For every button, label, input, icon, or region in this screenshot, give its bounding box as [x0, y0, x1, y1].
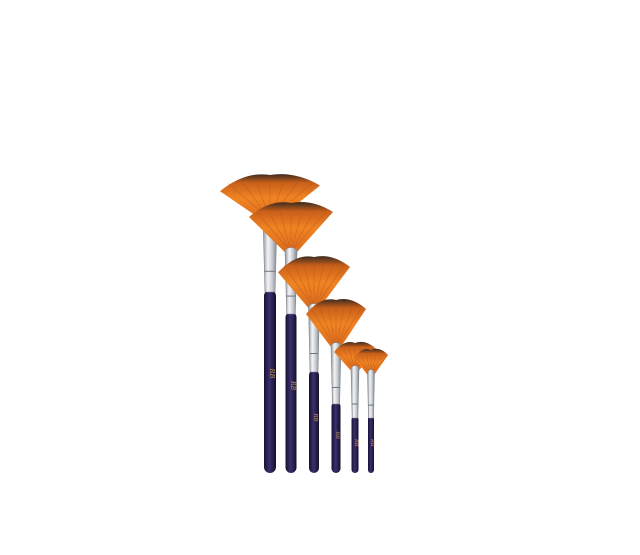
- brush-5-handle: [351, 416, 359, 473]
- brush-3-brand-mark: RB: [312, 412, 318, 421]
- brush-2: RB: [249, 202, 333, 473]
- brush-6-handle: [368, 416, 374, 473]
- brush-1-handle: [264, 290, 276, 473]
- brush-4: RB: [306, 299, 366, 473]
- brush-6-brand-mark: RB: [369, 438, 375, 447]
- brush-1-brand-mark: RB: [268, 368, 276, 379]
- brush-3: RB: [278, 256, 350, 473]
- brush-2-handle: [285, 312, 297, 473]
- brush-6: RB: [354, 348, 388, 473]
- brush-4-handle: [331, 402, 341, 473]
- brush-5-brand-mark: RB: [353, 438, 359, 447]
- brush-4-brand-mark: RB: [334, 430, 340, 439]
- brush-6-ferrule: [367, 369, 375, 419]
- brush-5-ferrule: [350, 365, 360, 419]
- brush-3-handle: [309, 370, 319, 473]
- brush-2-brand-mark: RB: [289, 380, 296, 391]
- brush-4-ferrule: [330, 342, 342, 405]
